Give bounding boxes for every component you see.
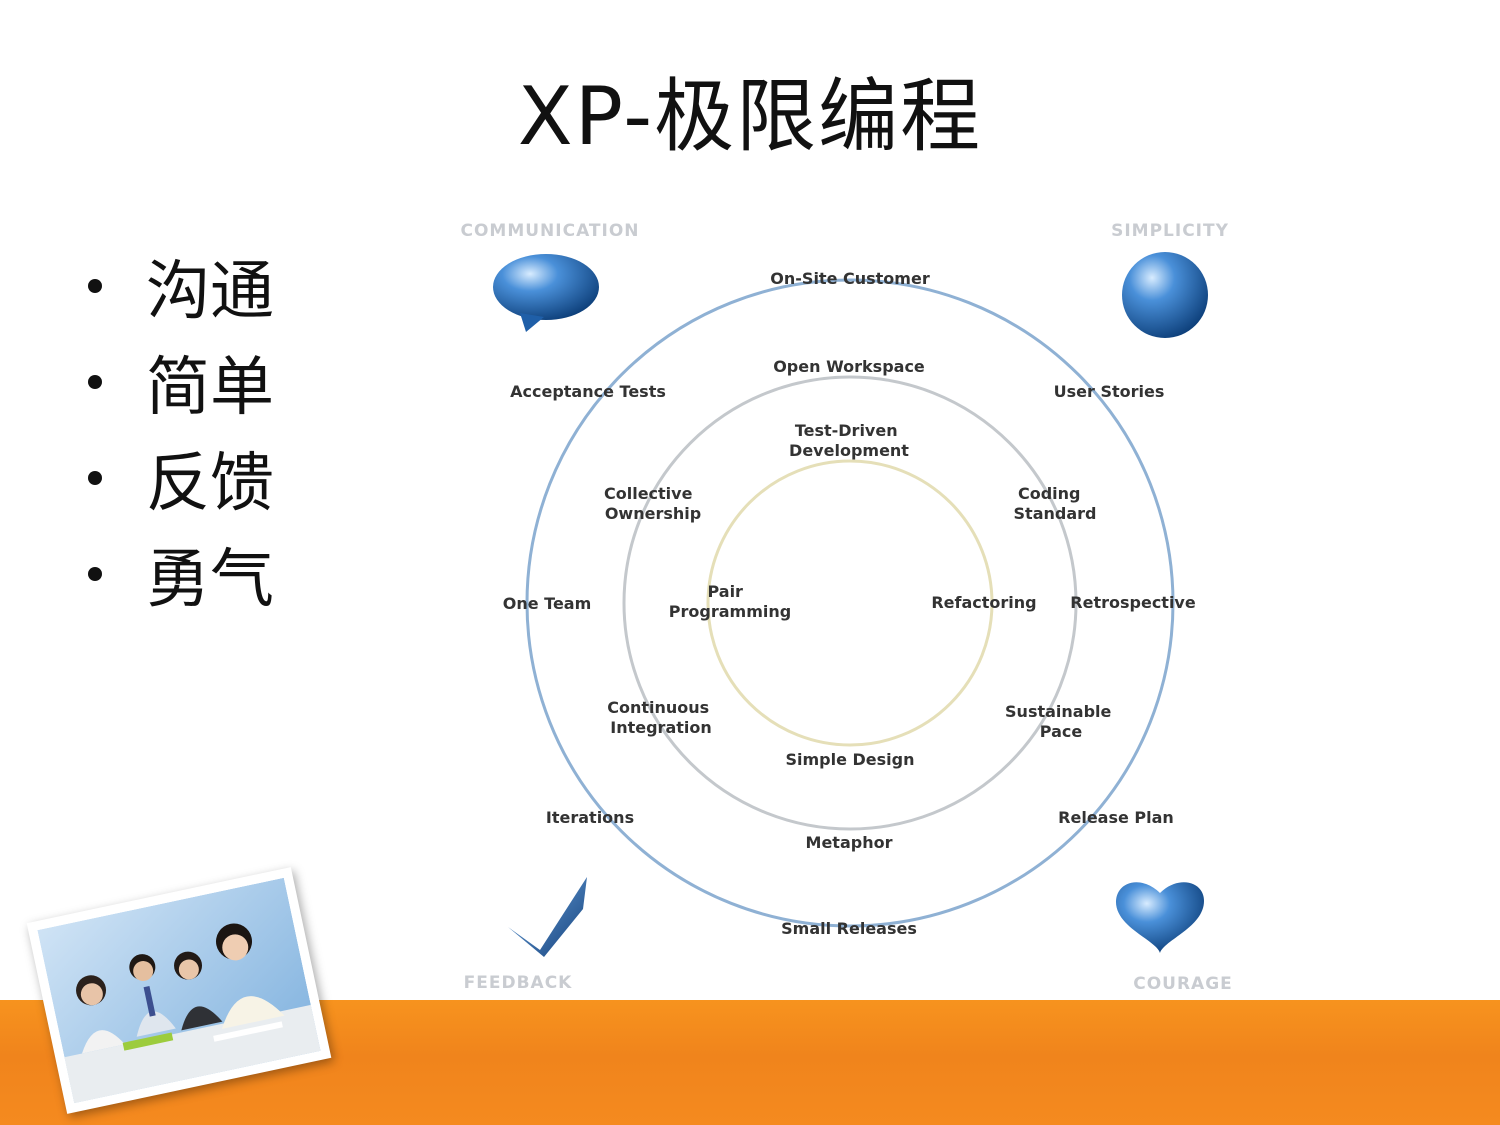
practice-retrospective: Retrospective	[1070, 593, 1196, 612]
coding-standard-line-2: Standard	[1014, 504, 1097, 523]
sphere-icon	[1122, 252, 1208, 338]
practice-on-site-customer: On-Site Customer	[770, 269, 930, 288]
tdd-line-2: Development	[789, 441, 909, 460]
continuous-integration-line-2: Integration	[610, 718, 712, 737]
bullet-text: 沟通	[146, 255, 274, 329]
bullet-item: 勇气	[88, 526, 274, 622]
practice-continuous-integration: Continuous Integration	[607, 698, 715, 737]
tdd-line-1: Test-Driven	[795, 421, 898, 440]
xp-practices-diagram: COMMUNICATION SIMPLICITY FEEDBACK COURAG…	[460, 221, 1233, 994]
practice-test-driven-development: Test-Driven Development	[789, 421, 909, 460]
practice-simple-design: Simple Design	[785, 750, 914, 769]
value-feedback-label: FEEDBACK	[464, 973, 573, 993]
bullet-dot	[88, 567, 102, 581]
pair-programming-line-1: Pair	[707, 582, 743, 601]
checkmark-icon	[508, 877, 587, 957]
slide-title: XP-极限编程	[517, 70, 983, 163]
practice-user-stories: User Stories	[1054, 382, 1165, 401]
inner-ring	[706, 459, 994, 747]
practice-coding-standard: Coding Standard	[1014, 484, 1097, 523]
heart-icon	[1115, 882, 1204, 953]
practice-one-team: One Team	[503, 594, 592, 613]
sustainable-pace-line-2: Pace	[1040, 722, 1083, 741]
bullet-text: 勇气	[146, 543, 274, 617]
coding-standard-line-1: Coding	[1018, 484, 1081, 503]
practice-open-workspace: Open Workspace	[773, 357, 925, 376]
bullet-item: 简单	[88, 334, 274, 430]
pair-programming-line-2: Programming	[669, 602, 791, 621]
sustainable-pace-line-1: Sustainable	[1005, 702, 1111, 721]
speech-bubble-icon	[493, 254, 599, 332]
practice-refactoring: Refactoring	[931, 593, 1036, 612]
practice-metaphor: Metaphor	[806, 833, 893, 852]
practice-small-releases: Small Releases	[781, 919, 917, 938]
bullet-dot	[88, 471, 102, 485]
value-courage-label: COURAGE	[1133, 974, 1233, 994]
bullet-text: 反馈	[146, 447, 274, 521]
practice-acceptance-tests: Acceptance Tests	[510, 382, 666, 401]
team-photo-image	[37, 877, 321, 1104]
collective-ownership-line-2: Ownership	[605, 504, 701, 523]
bullet-item: 沟通	[88, 238, 274, 334]
practice-sustainable-pace: Sustainable Pace	[1005, 702, 1117, 741]
value-simplicity-label: SIMPLICITY	[1111, 221, 1229, 241]
bullet-dot	[88, 279, 102, 293]
practice-release-plan: Release Plan	[1058, 808, 1174, 827]
continuous-integration-line-1: Continuous	[607, 698, 709, 717]
practice-pair-programming: Pair Programming	[669, 582, 791, 621]
practice-iterations: Iterations	[546, 808, 634, 827]
value-communication-label: COMMUNICATION	[460, 221, 639, 241]
practice-collective-ownership: Collective Ownership	[604, 484, 701, 523]
outer-ring	[525, 278, 1175, 928]
middle-ring	[622, 375, 1078, 831]
bullet-text: 简单	[146, 351, 274, 425]
team-photo	[26, 867, 332, 1114]
bullet-list: 沟通 简单 反馈 勇气	[88, 238, 274, 622]
collective-ownership-line-1: Collective	[604, 484, 693, 503]
bullet-dot	[88, 375, 102, 389]
bullet-item: 反馈	[88, 430, 274, 526]
